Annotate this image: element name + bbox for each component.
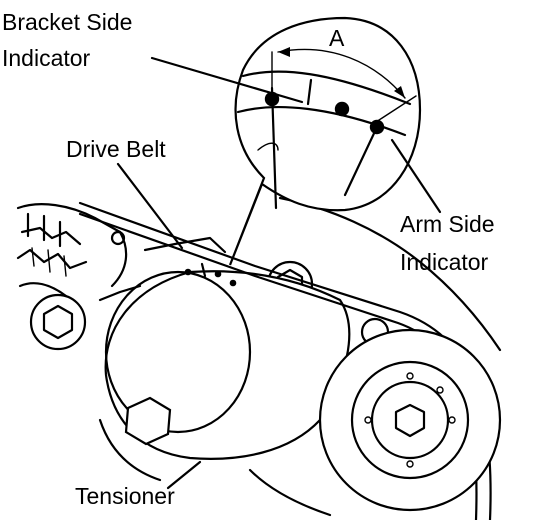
- engine-contour-lower: [248, 468, 332, 517]
- label-dimension-a: A: [329, 25, 345, 51]
- tensioner-hex-bolt: [124, 396, 172, 446]
- magnified-callout: [228, 16, 422, 266]
- arm-indicator-line: [343, 125, 379, 197]
- leader-arm-side: [390, 138, 442, 214]
- engine-contour-bottom: [98, 418, 162, 482]
- label-arm-side-line1: Arm Side: [400, 211, 495, 237]
- bracket-indicator-line: [270, 86, 278, 210]
- dimension-arc-A: [277, 48, 406, 99]
- dimension-ext-right: [375, 95, 417, 123]
- label-drive-belt: Drive Belt: [66, 136, 166, 162]
- leader-bracket-side: [150, 56, 304, 104]
- leader-tensioner: [166, 460, 202, 490]
- dimension-arrow-left: [278, 47, 290, 57]
- leader-drive-belt: [116, 162, 184, 250]
- label-bracket-side-line1: Bracket Side: [2, 9, 132, 35]
- label-tensioner: Tensioner: [75, 483, 175, 509]
- indicator-marks-small: [184, 262, 237, 287]
- bracket-indicator-tab: [306, 78, 313, 106]
- label-bracket-side-line2: Indicator: [2, 45, 91, 71]
- middle-indicator-dot: [334, 101, 350, 117]
- mount-bolt-left: [29, 293, 87, 351]
- tensioner-body: [104, 270, 351, 460]
- idler-pulley: [318, 328, 502, 512]
- engine-background: [16, 203, 227, 302]
- dimension-arrow-right: [394, 86, 405, 98]
- label-arm-side-line2: Indicator: [400, 249, 489, 275]
